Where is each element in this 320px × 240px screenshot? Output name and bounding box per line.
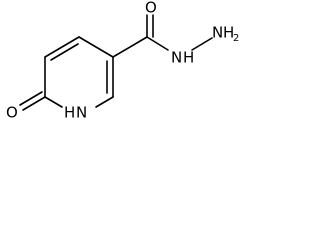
bond-carbonyl-nh (146, 36, 169, 51)
ring-nh-h-label: H (64, 104, 75, 122)
bond-c3-ccarbonyl (112, 36, 148, 58)
nh2-subscript-label: 2 (233, 33, 239, 44)
bond-c4-c5-inner (50, 43, 79, 61)
carbonyl-oxygen-label: O (145, 0, 157, 17)
bond-c6-o-b (19, 91, 43, 106)
hydrazide-n-label: N (171, 49, 182, 67)
bond-c6-n1 (44, 96, 63, 108)
molecule-structure: O O H N N H N H 2 (6, 0, 239, 122)
ring-nh-n-label: N (76, 104, 87, 122)
bond-c6-o-a (22, 96, 46, 111)
bond-n1-c2 (95, 96, 114, 108)
hydrazide-h-label: H (183, 49, 194, 67)
bond-c4-c5 (44, 36, 80, 58)
bond-nh-nh2 (191, 37, 213, 51)
ring-oxygen-label: O (6, 104, 18, 122)
nh2-n-label: N (212, 24, 223, 42)
bond-c3-c4 (78, 36, 114, 58)
nh2-h-label: H (223, 24, 234, 42)
